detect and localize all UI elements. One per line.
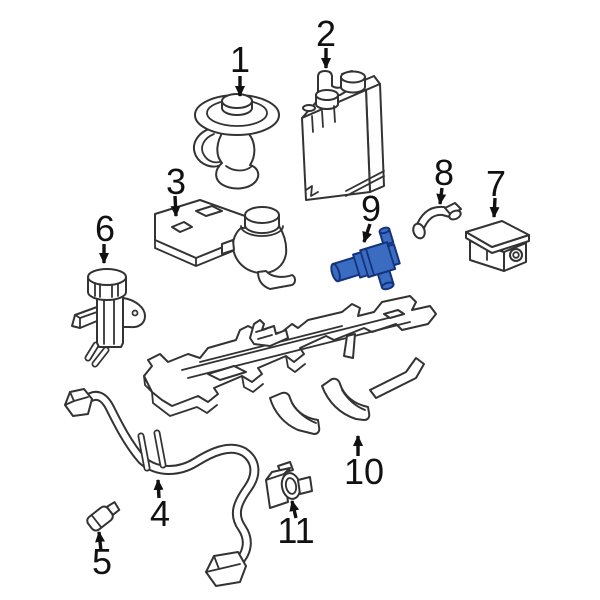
part-7-label: 7 (486, 163, 506, 204)
part-8-drawing (412, 202, 462, 240)
part-9-drawing (330, 226, 401, 291)
part-7-drawing (465, 220, 530, 272)
part-5-drawing (86, 501, 121, 532)
part-10-drawing (143, 295, 437, 435)
part-1-label: 1 (230, 39, 250, 80)
part-8-arrow (436, 187, 447, 205)
part-4-arrow (153, 479, 164, 499)
part-6-drawing (71, 268, 146, 368)
part-7-arrow (489, 197, 500, 218)
part-2-label: 2 (316, 13, 336, 54)
part-5-arrow (95, 531, 106, 552)
part-3-label: 3 (166, 161, 186, 202)
part-11-arrow (289, 500, 300, 519)
part-8-label: 8 (434, 152, 454, 193)
part-4-drawing (64, 388, 260, 587)
part-3-arrow (170, 195, 181, 217)
part-1-drawing (193, 93, 280, 190)
part-11-drawing (265, 461, 313, 509)
part-3-drawing (154, 199, 296, 290)
part-11-label: 11 (277, 510, 314, 551)
part-9-label: 9 (361, 188, 381, 229)
part-5-label: 5 (92, 541, 112, 582)
part-4-label: 4 (150, 493, 170, 534)
part-2-drawing (301, 70, 385, 201)
part-10-label: 10 (344, 451, 384, 492)
part-6-label: 6 (95, 208, 115, 249)
part-9-arrow (362, 223, 372, 243)
callout-arrows (95, 48, 500, 552)
callout-labels: 1 2 3 4 5 6 7 8 9 10 11 (92, 13, 506, 582)
